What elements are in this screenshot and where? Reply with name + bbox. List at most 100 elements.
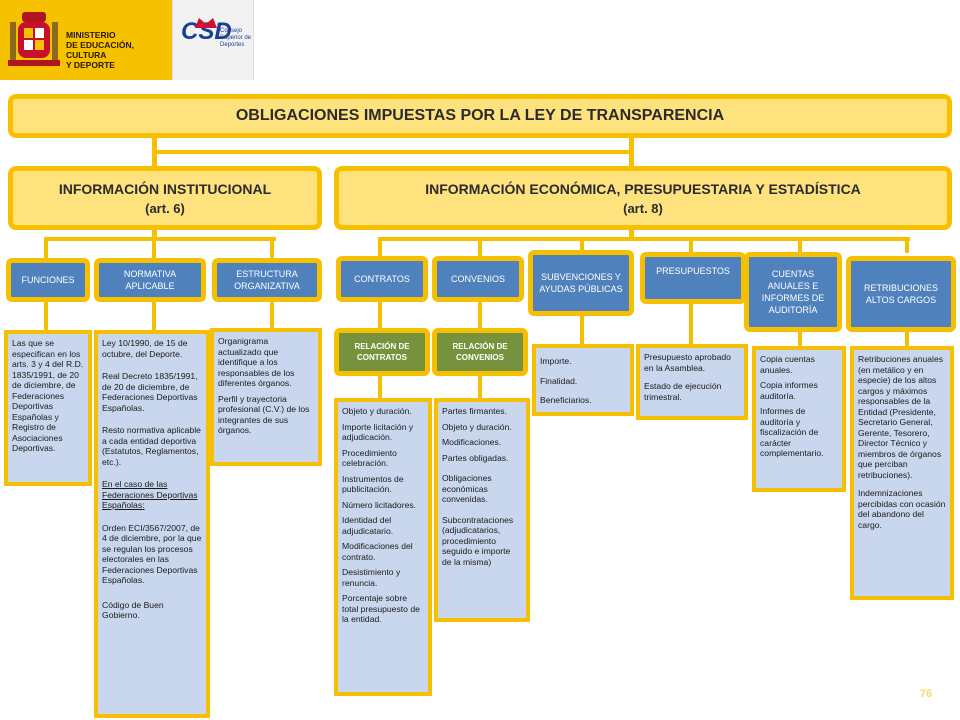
- ministry-line: DE EDUCACIÓN, CULTURA: [66, 40, 135, 60]
- detail-cuentas: Copia cuentas anuales. Copia informes au…: [752, 346, 846, 492]
- detail-item: Importe licitación y adjudicación.: [342, 421, 414, 443]
- category-contratos: CONTRATOS: [336, 256, 428, 302]
- connector: [44, 237, 276, 241]
- economic-info-box: INFORMACIÓN ECONÓMICA, PRESUPUESTARIA Y …: [334, 166, 952, 230]
- detail-contratos: Objeto y duración. Importe licitación y …: [334, 398, 432, 696]
- detail-item: Objeto y duración.: [442, 421, 512, 432]
- connector: [378, 375, 382, 401]
- economic-subtitle: (art. 8): [623, 200, 663, 216]
- detail-item: Retribuciones anuales (en metálico y en …: [858, 354, 944, 480]
- detail-item: Porcentaje sobre total presupuesto de la…: [342, 593, 420, 624]
- connector: [152, 237, 156, 261]
- connector: [378, 237, 910, 241]
- ministry-name: MINISTERIO DE EDUCACIÓN, CULTURA Y DEPOR…: [66, 30, 172, 70]
- detail-item: Modificaciones del contrato.: [342, 541, 413, 562]
- relacion-convenios: RELACIÓN DE CONVENIOS: [432, 328, 528, 376]
- detail-item: Organigrama actualizado que identifique …: [218, 336, 295, 388]
- detail-item: Instrumentos de publicitación.: [342, 473, 404, 495]
- csd-logo: CSD: [181, 18, 232, 45]
- connector: [152, 150, 634, 154]
- ministry-logo-banner: MINISTERIO DE EDUCACIÓN, CULTURA Y DEPOR…: [0, 0, 172, 80]
- connector: [905, 330, 909, 350]
- csd-logo-panel: CSD: [172, 0, 254, 80]
- detail-item: Partes obligadas.: [442, 452, 509, 463]
- connector: [629, 228, 634, 240]
- detail-item: Modificaciones.: [442, 437, 502, 447]
- detail-item: Informes de auditoría y fiscalización de…: [760, 406, 824, 458]
- connector: [378, 237, 382, 259]
- connector: [580, 237, 584, 253]
- detail-item: Objeto y duración.: [342, 406, 412, 416]
- detail-presupuestos: Presupuesto aprobado en la Asamblea. Est…: [636, 344, 748, 420]
- detail-item: Subcontrataciones (adjudicatarios, proce…: [442, 514, 514, 567]
- detail-item: Partes firmantes.: [442, 406, 507, 416]
- detail-item: Orden ECI/3567/2007, de 4 de diciembre, …: [102, 522, 202, 586]
- page-number: 76: [920, 688, 933, 700]
- category-normativa: NORMATIVA APLICABLE: [94, 258, 206, 302]
- connector: [478, 300, 482, 330]
- csd-line: Deportes: [220, 42, 245, 48]
- detail-item: Resto normativa aplicable a cada entidad…: [102, 425, 201, 467]
- ministry-line: Y DEPORTE: [66, 60, 115, 70]
- relacion-contratos: RELACIÓN DE CONTRATOS: [334, 328, 430, 376]
- connector: [478, 237, 482, 259]
- csd-line: Superior de: [220, 35, 252, 41]
- connector: [270, 237, 274, 261]
- connector: [798, 237, 802, 253]
- category-retribuciones: RETRIBUCIONES ALTOS CARGOS: [846, 256, 956, 332]
- category-estructura: ESTRUCTURA ORGANIZATIVA: [212, 258, 322, 302]
- detail-item: Número licitadores.: [342, 499, 417, 510]
- connector: [580, 314, 584, 348]
- connector: [378, 300, 382, 330]
- connector: [152, 228, 157, 240]
- connector: [152, 137, 157, 171]
- detail-convenios: Partes firmantes. Objeto y duración. Mod…: [434, 398, 530, 622]
- category-cuentas: CUENTAS ANUALES E INFORMES DE AUDITORÍA: [744, 252, 842, 332]
- detail-item: Procedimiento celebración.: [342, 447, 397, 469]
- detail-subvenciones: Importe. Finalidad. Beneficiarios.: [532, 344, 634, 416]
- detail-item: En el caso de las Federaciones Deportiva…: [102, 479, 198, 510]
- csd-name: Consejo Superior de Deportes: [220, 28, 251, 49]
- connector: [478, 375, 482, 401]
- detail-item: Desistimiento y renuncia.: [342, 567, 401, 588]
- main-title: OBLIGACIONES IMPUESTAS POR LA LEY DE TRA…: [8, 94, 952, 138]
- detail-item: Copia cuentas anuales.: [760, 354, 815, 375]
- connector: [44, 300, 48, 332]
- category-convenios: CONVENIOS: [432, 256, 524, 302]
- detail-item: Beneficiarios.: [540, 395, 592, 405]
- connector: [689, 237, 693, 255]
- connector: [905, 237, 909, 253]
- detail-item: Estado de ejecución trimestral.: [644, 381, 722, 402]
- detail-item: Real Decreto 1835/1991, de 20 de diciemb…: [102, 371, 198, 413]
- detail-funciones: Las que se especifican en los arts. 3 y …: [4, 330, 92, 486]
- detail-item: Ley 10/1990, de 15 de octubre, del Depor…: [102, 338, 188, 359]
- coat-of-arms-icon: [8, 12, 60, 66]
- institutional-subtitle: (art. 6): [145, 200, 185, 216]
- connector: [44, 237, 48, 261]
- ministry-line: MINISTERIO: [66, 30, 116, 40]
- detail-item: Finalidad.: [540, 375, 578, 386]
- detail-item: Código de Buen Gobierno.: [102, 599, 164, 621]
- detail-item: Indemnizaciones percibidas con ocasión d…: [858, 488, 946, 530]
- connector: [270, 300, 274, 332]
- detail-item: Copia informes auditoría.: [760, 380, 818, 401]
- connector: [152, 300, 156, 332]
- detail-estructura: Organigrama actualizado que identifique …: [210, 328, 322, 466]
- detail-item: Obligaciones económicas convenidas.: [442, 473, 492, 504]
- institutional-info-box: INFORMACIÓN INSTITUCIONAL (art. 6): [8, 166, 322, 230]
- detail-item: Identidad del adjudicatario.: [342, 515, 394, 536]
- csd-crown-icon: [195, 18, 217, 28]
- detail-retribuciones: Retribuciones anuales (en metálico y en …: [850, 346, 954, 600]
- detail-item: Perfil y trayectoria profesional (C.V.) …: [218, 393, 310, 436]
- economic-title: INFORMACIÓN ECONÓMICA, PRESUPUESTARIA Y …: [425, 180, 861, 197]
- csd-line: Consejo: [220, 28, 243, 34]
- connector: [798, 330, 802, 350]
- detail-item: Importe.: [540, 356, 572, 366]
- category-funciones: FUNCIONES: [6, 258, 90, 302]
- detail-normativa: Ley 10/1990, de 15 de octubre, del Depor…: [94, 330, 210, 718]
- category-presupuestos: PRESUPUESTOS: [640, 252, 746, 304]
- detail-item: Presupuesto aprobado en la Asamblea.: [644, 352, 731, 373]
- connector: [629, 137, 634, 171]
- category-subvenciones: SUBVENCIONES Y AYUDAS PÚBLICAS: [528, 250, 634, 316]
- institutional-title: INFORMACIÓN INSTITUCIONAL: [58, 180, 272, 197]
